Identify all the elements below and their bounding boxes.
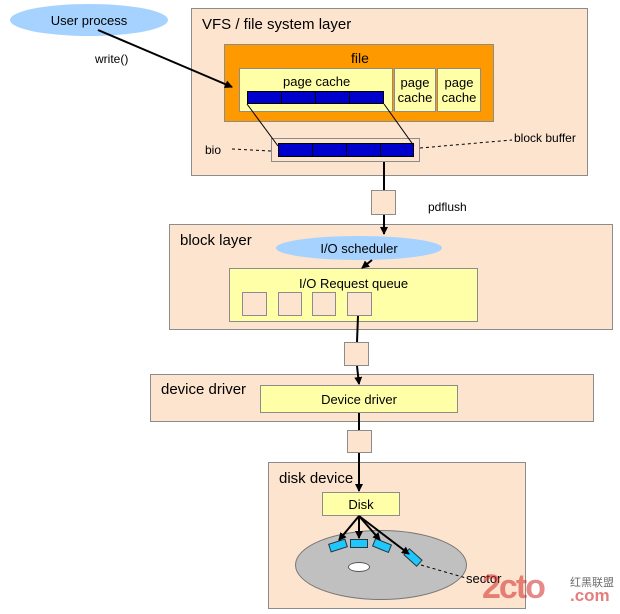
watermark-brand: 2cto — [482, 568, 546, 606]
vfs-layer-title: VFS / file system layer — [202, 16, 352, 33]
page-cache-1: page cache — [394, 68, 436, 112]
device-driver-box: Device driver — [260, 385, 458, 413]
page-cache-1-label: page cache — [397, 75, 433, 105]
disk-box-label: Disk — [348, 496, 374, 512]
disk-box: Disk — [322, 492, 400, 516]
disk-device-layer-title: disk device — [279, 470, 354, 487]
user-process-label: User process — [50, 12, 128, 28]
request-slot-3 — [312, 292, 336, 316]
io-scheduler-label: I/O scheduler — [320, 240, 398, 256]
connector-vfs-block — [371, 190, 396, 215]
request-slot-2 — [278, 292, 302, 316]
page-cache-2-label: page cache — [441, 75, 477, 105]
page-cache-blocks — [247, 91, 384, 104]
watermark-cn: 红黑联盟 — [570, 577, 614, 589]
disk-spindle — [348, 562, 370, 572]
device-driver-box-label: Device driver — [321, 391, 397, 407]
sector-label: sector — [466, 571, 502, 586]
connector-block-driver — [344, 342, 369, 366]
watermark: 2cto 红黑联盟 .com — [482, 566, 618, 610]
pdflush-label: pdflush — [428, 200, 467, 214]
io-scheduler-node: I/O scheduler — [276, 236, 442, 260]
block-buffer-label: block buffer — [514, 131, 576, 145]
page-cache-2: page cache — [437, 68, 481, 112]
watermark-suffix: .com — [570, 586, 610, 605]
bio-blocks — [278, 143, 414, 157]
request-slot-4 — [347, 292, 372, 316]
bio-label: bio — [205, 143, 222, 157]
connector-driver-disk — [347, 430, 372, 453]
block-layer-title: block layer — [180, 232, 252, 249]
file-label: file — [351, 50, 369, 66]
io-request-queue-label: I/O Request queue — [299, 276, 409, 291]
request-slot-1 — [242, 292, 267, 316]
device-driver-layer-title: device driver — [161, 381, 247, 398]
sector-2 — [350, 539, 368, 548]
write-call-label: write() — [95, 52, 129, 66]
user-process-node: User process — [10, 4, 168, 36]
page-cache-main-label: page cache — [283, 74, 351, 89]
